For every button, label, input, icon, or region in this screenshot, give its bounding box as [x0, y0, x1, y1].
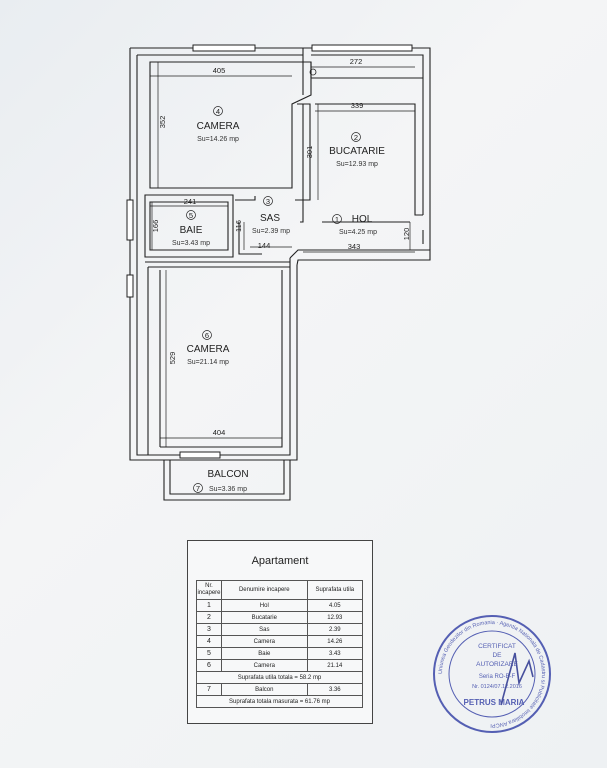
dim-116: 116 [234, 220, 243, 232]
room-number: 7 [196, 484, 200, 493]
room-area: Su=3.43 mp [172, 240, 210, 247]
room-number: 5 [189, 211, 193, 220]
dim-120: 120 [402, 228, 411, 241]
row-area: 4.05 [306, 599, 364, 612]
stamp-inner-ring [448, 630, 536, 718]
room-name: BALCON [207, 469, 248, 480]
header-name: Denumire incapere [220, 580, 308, 600]
dim-144: 144 [258, 241, 271, 250]
table-header-row: Nr. incapere Denumire incapere Suprafata… [196, 580, 364, 600]
dim-339: 339 [351, 101, 364, 110]
row-area: 12.93 [306, 611, 364, 624]
stamp-outer-ring [433, 615, 551, 733]
room-name: CAMERA [197, 121, 240, 132]
room-table: Nr. incapere Denumire incapere Suprafata… [196, 580, 364, 708]
total-useful: Suprafata utila totala = 58.2 mp [196, 671, 363, 684]
row-nr: 5 [196, 647, 222, 660]
room-baie: 5 BAIE Su=3.43 mp [172, 210, 210, 247]
stamp-line1: CERTIFICAT [478, 643, 516, 650]
dim-529: 529 [168, 352, 177, 365]
table-row: 4 Camera 14.26 [196, 635, 364, 648]
row-nr: 3 [196, 623, 222, 636]
row-name: Camera [220, 659, 308, 672]
total-measured: Suprafata totala masurata = 61.76 mp [196, 695, 363, 708]
header-nr: Nr. incapere [196, 580, 222, 600]
row-nr: 7 [196, 683, 222, 696]
room-name: BUCATARIE [329, 146, 385, 157]
room-number: 4 [216, 107, 220, 116]
table-row: 6 Camera 21.14 [196, 659, 364, 672]
stamp-name: PETRUS MARIA [464, 698, 525, 707]
room-sas: 3 SAS Su=2.39 mp [252, 196, 290, 235]
dim-352: 352 [158, 116, 167, 129]
dim-405: 405 [213, 66, 226, 75]
room-area: Su=21.14 mp [187, 359, 229, 366]
dim-241: 241 [184, 197, 197, 206]
total-measured-row: Suprafata totala masurata = 61.76 mp [196, 695, 363, 708]
row-name: Hol [220, 599, 308, 612]
table-row: 1 Hol 4.05 [196, 599, 364, 612]
stamp-line4: Seria RO-B-F [479, 674, 516, 680]
dim-166: 166 [151, 220, 160, 233]
room-number: 2 [354, 133, 358, 142]
stamp-line2: DE [492, 652, 502, 659]
room-bucatarie: 2 BUCATARIE Su=12.93 mp [329, 132, 385, 168]
floor-plan: 405 272 339 352 301 241 166 116 144 3 4 3 … [126, 44, 431, 501]
total-useful-row: Suprafata utila totala = 58.2 mp [196, 671, 363, 684]
room-number: 1 [335, 215, 339, 224]
row-nr: 1 [196, 599, 222, 612]
room-area: Su=4.25 mp [339, 229, 377, 236]
row-area: 14.26 [306, 635, 364, 648]
room-area: Su=3.36 mp [209, 486, 247, 493]
row-nr: 4 [196, 635, 222, 648]
room-area: Su=12.93 mp [336, 161, 378, 168]
room-number: 3 [266, 197, 270, 206]
row-name: Camera [220, 635, 308, 648]
dim-404: 404 [213, 428, 226, 437]
row-name: Balcon [220, 683, 308, 696]
room-camera-1: 4 CAMERA Su=14.26 mp [197, 106, 240, 143]
room-legend: Apartament Nr. incapere Denumire incaper… [187, 540, 373, 724]
table-row: 3 Sas 2.39 [196, 623, 364, 636]
room-name: BAIE [180, 225, 203, 236]
row-area: 2.39 [306, 623, 364, 636]
row-nr: 6 [196, 659, 222, 672]
row-name: Bucatarie [220, 611, 308, 624]
stamp-line3: AUTORIZARE [476, 661, 518, 668]
row-name: Baie [220, 647, 308, 660]
signature [500, 652, 534, 706]
row-area: 21.14 [306, 659, 364, 672]
row-nr: 2 [196, 611, 222, 624]
header-area: Suprafata utila [306, 580, 364, 600]
row-area: 3.43 [306, 647, 364, 660]
table-row: 7 Balcon 3.36 [196, 683, 364, 696]
room-balcon: 7 BALCON Su=3.36 mp [193, 469, 249, 493]
room-area: Su=2.39 mp [252, 228, 290, 235]
room-name: SAS [260, 213, 280, 224]
room-area: Su=14.26 mp [197, 136, 239, 143]
table-row: 5 Baie 3.43 [196, 647, 364, 660]
room-hol: 1 HOL Su=4.25 mp [332, 214, 377, 236]
room-name: CAMERA [187, 344, 230, 355]
room-number: 6 [205, 331, 209, 340]
dim-343: 343 [348, 242, 361, 251]
room-name: HOL [352, 214, 373, 225]
row-name: Sas [220, 623, 308, 636]
legend-title: Apartament [251, 555, 309, 567]
stamp-line5: Nr. 0124/07.12.2016 [472, 684, 522, 690]
dim-272: 272 [350, 57, 363, 66]
authorization-stamp: Uniunea Geodezilor din Romania · Agentia… [433, 615, 551, 733]
row-area: 3.36 [306, 683, 364, 696]
room-camera-2: 6 CAMERA Su=21.14 mp [187, 330, 230, 366]
dim-301: 301 [305, 146, 314, 159]
table-row: 2 Bucatarie 12.93 [196, 611, 364, 624]
